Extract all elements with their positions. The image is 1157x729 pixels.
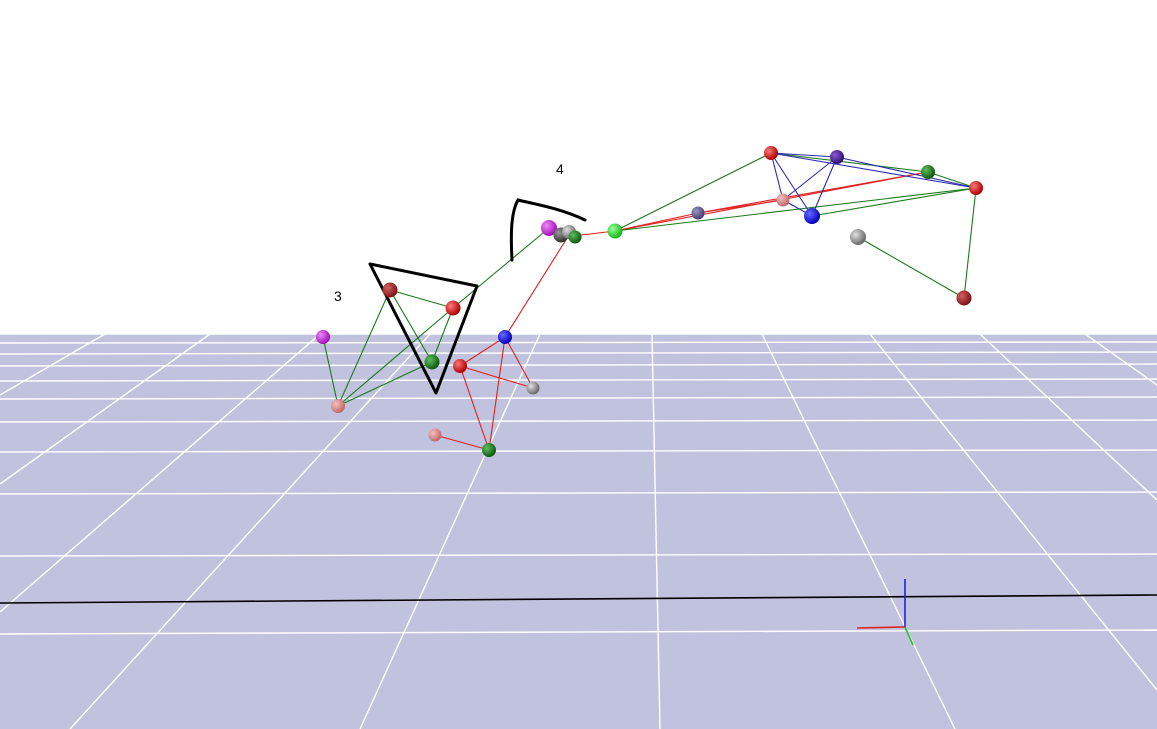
- floor-grid: [0, 333, 1157, 729]
- node-darkred-right[interactable]: [956, 290, 972, 306]
- node-green-cluster3[interactable]: [424, 354, 440, 370]
- node-slate-mid[interactable]: [691, 206, 705, 220]
- node-darkgreen-center[interactable]: [568, 230, 582, 244]
- green-links: [322, 152, 977, 407]
- cluster-3-label: 3: [334, 288, 342, 304]
- node-spheres: [316, 146, 983, 457]
- node-magenta-left[interactable]: [316, 330, 330, 344]
- node-pink-left[interactable]: [331, 399, 345, 413]
- node-gray-right[interactable]: [850, 229, 866, 245]
- floor-surface: [0, 334, 1157, 729]
- red-links: [434, 171, 929, 451]
- floor-plane: [0, 333, 1157, 729]
- node-darkred-cluster3[interactable]: [382, 282, 398, 298]
- node-red-top[interactable]: [764, 146, 778, 160]
- blue-links: [770, 152, 977, 217]
- node-red-cluster3[interactable]: [445, 300, 461, 316]
- node-red-lower[interactable]: [453, 359, 467, 373]
- node-pink-top[interactable]: [776, 193, 790, 207]
- node-pink-lower[interactable]: [428, 428, 442, 442]
- cluster-4-label: 4: [556, 161, 564, 177]
- axis-z-line: [904, 626, 914, 646]
- ground-axis-line: [0, 594, 1157, 604]
- node-green-lower[interactable]: [482, 443, 496, 457]
- triangle-annotation: [368, 262, 479, 395]
- node-gray-lower[interactable]: [526, 381, 540, 395]
- node-blue-top[interactable]: [804, 208, 820, 224]
- node-green-top[interactable]: [921, 165, 935, 179]
- node-violet-top[interactable]: [830, 150, 844, 164]
- node-red-right[interactable]: [969, 181, 983, 195]
- node-brightgreen-hub[interactable]: [607, 223, 623, 239]
- node-magenta-center[interactable]: [541, 220, 557, 236]
- axis-gizmo: [856, 579, 914, 646]
- axis-x-line: [856, 626, 906, 629]
- hook-annotation: [509, 198, 587, 262]
- node-blue-lower[interactable]: [498, 330, 512, 344]
